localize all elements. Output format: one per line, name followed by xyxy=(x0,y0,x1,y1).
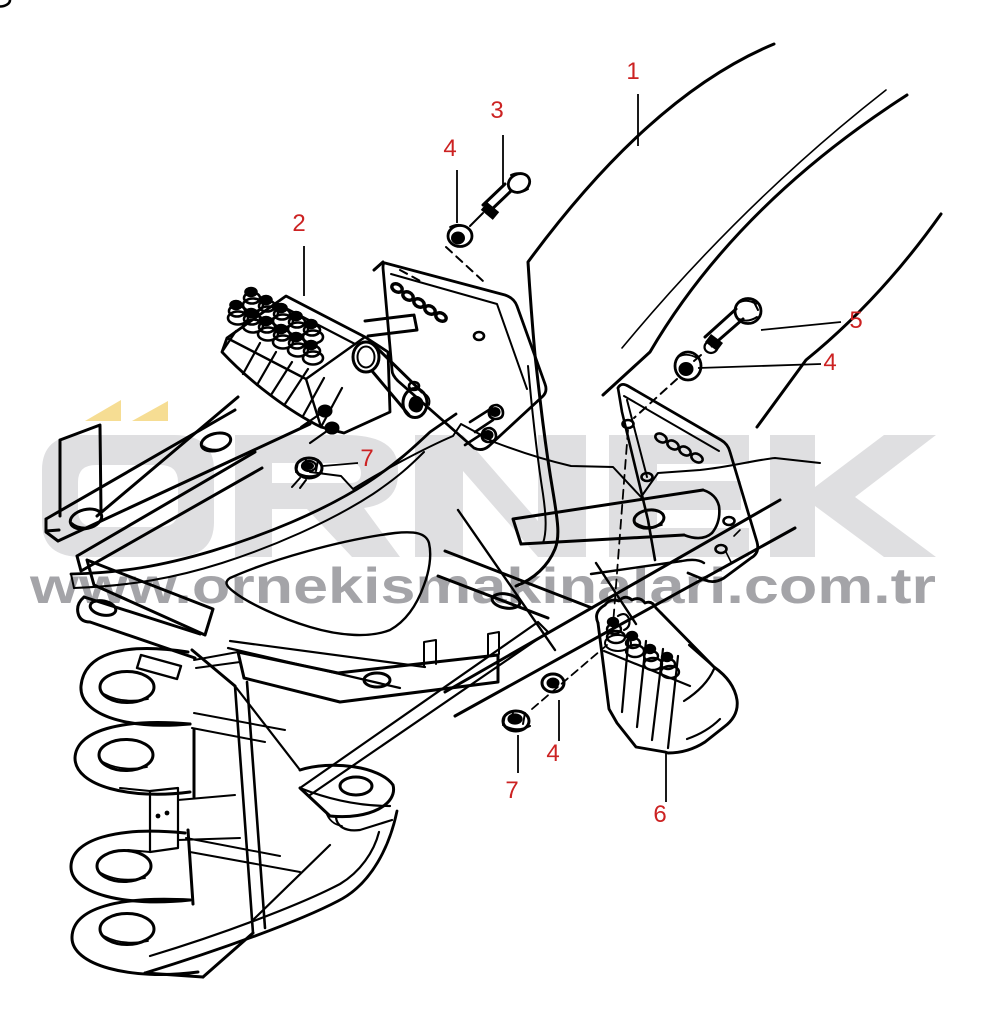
svg-text:5: 5 xyxy=(849,307,862,334)
svg-text:6: 6 xyxy=(653,801,666,828)
svg-text:4: 4 xyxy=(546,740,559,767)
svg-text:4: 4 xyxy=(823,349,836,376)
svg-text:1: 1 xyxy=(626,58,639,85)
svg-text:4: 4 xyxy=(443,135,456,162)
svg-text:3: 3 xyxy=(490,97,503,124)
svg-text:7: 7 xyxy=(360,445,373,472)
svg-text:2: 2 xyxy=(292,210,305,237)
svg-text:7: 7 xyxy=(505,777,518,804)
